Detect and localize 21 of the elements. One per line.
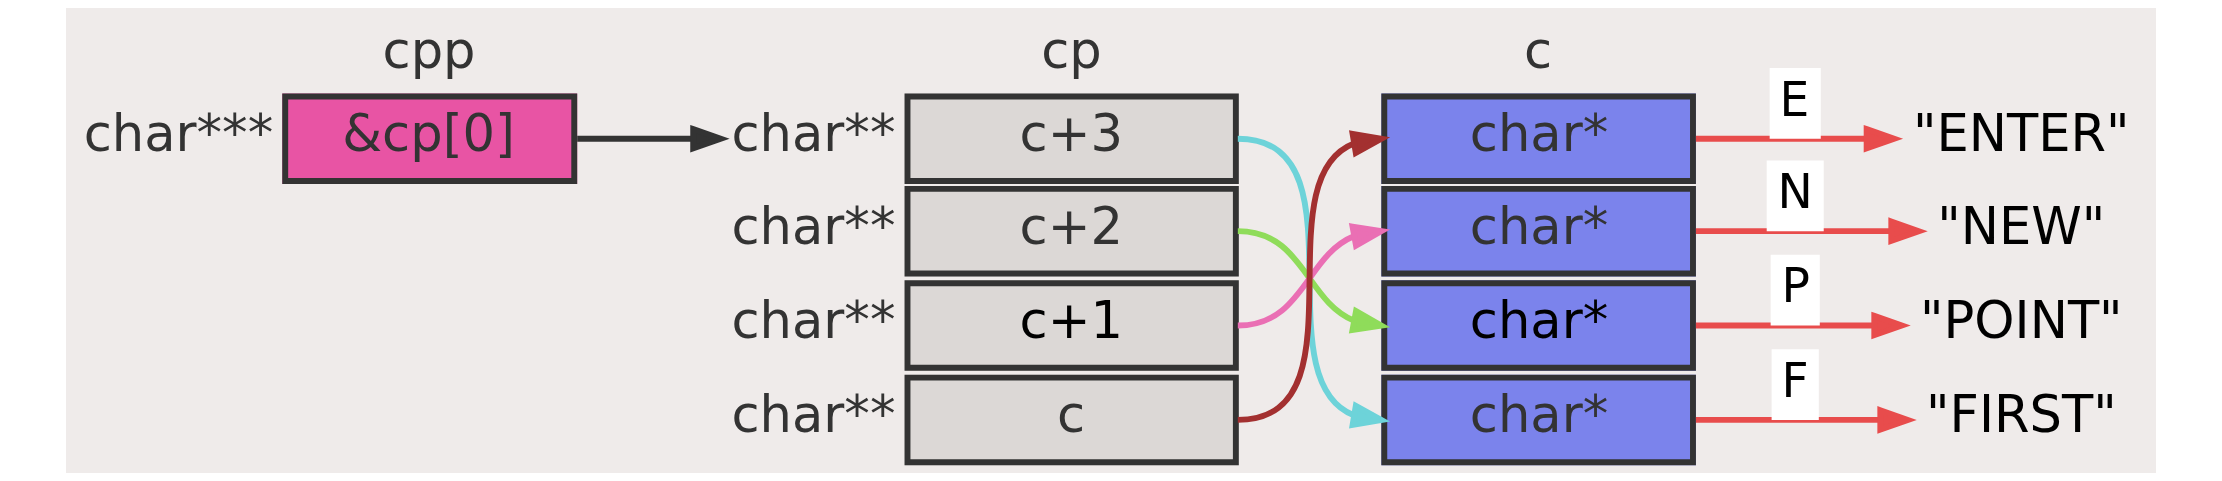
node-text: "ENTER" — [1913, 104, 2130, 164]
node-label: char** — [731, 290, 896, 350]
node-label: char** — [731, 385, 896, 445]
node-label: cpp — [382, 20, 476, 80]
arrow — [1695, 406, 1917, 434]
edge-label: N — [1777, 163, 1813, 219]
node-label: cp — [1041, 20, 1102, 80]
node-label: char** — [731, 196, 896, 256]
arrow — [577, 124, 730, 153]
node-text: "NEW" — [1937, 196, 2106, 256]
arrow — [1695, 217, 1928, 245]
edge-label: F — [1781, 352, 1809, 408]
arrow — [1695, 311, 1911, 340]
edge-label: P — [1781, 258, 1810, 314]
node-label: char** — [731, 104, 896, 164]
arrow — [1695, 124, 1904, 153]
node-text: "POINT" — [1920, 290, 2123, 350]
node-label: char*** — [83, 104, 274, 164]
edge-label: E — [1779, 71, 1810, 127]
node-text: "FIRST" — [1925, 385, 2117, 445]
node-label: c — [1523, 20, 1552, 80]
